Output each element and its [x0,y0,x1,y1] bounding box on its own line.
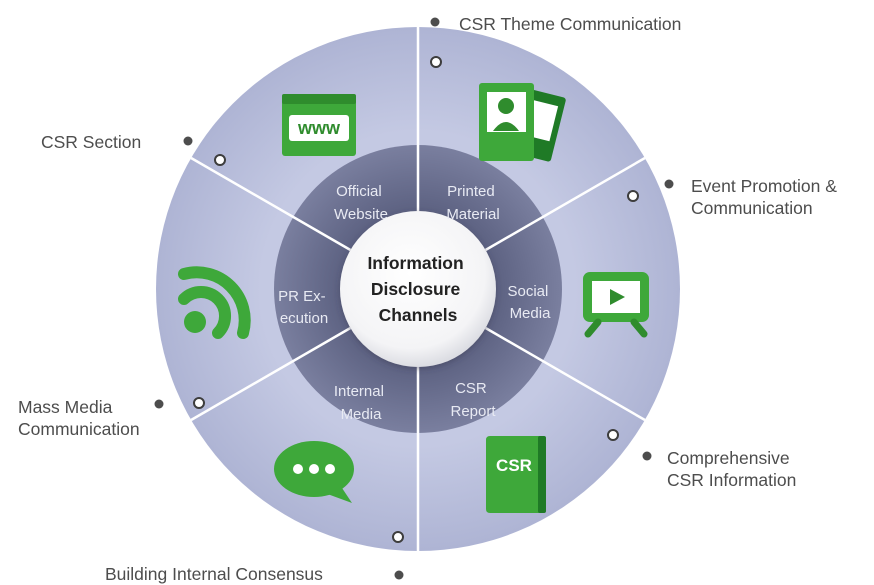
ring-marker-dot [607,429,619,441]
outer-label-line: Building Internal Consensus [105,564,323,584]
label-markers [154,17,674,580]
label-bullet-dot [183,136,193,146]
center-title: Information Disclosure Channels [367,253,468,325]
www-icon: www [282,94,356,156]
inner-label-line: Media [510,305,552,322]
chat-bubble-icon [274,441,354,503]
outer-label-line: Mass Media [18,397,113,417]
ring-marker-dot [214,154,226,166]
label-bullet-dot [154,399,164,409]
center-title-line-2: Disclosure [371,279,461,299]
ring-marker-dot [392,531,404,543]
center-title-line-1: Information [367,253,463,273]
ring-marker-dot [430,56,442,68]
inner-label-line: Material [446,206,499,223]
center-title-line-3: Channels [379,305,458,325]
inner-label-line: Report [450,403,496,420]
outer-label-line: CSR Theme Communication [459,14,682,34]
svg-text:www: www [297,118,341,138]
ring-marker-dot [193,397,205,409]
inner-label-social-media: Social Media [507,283,552,322]
video-screen-icon [583,272,649,338]
ring-marker-dot [627,190,639,202]
outer-label-csr-section: CSR Section [41,131,141,153]
inner-label-official-website: Official Website [334,183,388,223]
inner-label-line: Website [334,206,388,223]
label-bullet-dot [394,570,404,580]
inner-label-line: PR Ex- [278,288,326,305]
inner-label-line: CSR [455,380,487,397]
segment-divider [190,326,352,422]
outer-label-csr-theme: CSR Theme Communication [459,13,681,35]
csr-book-text: CSR [496,456,532,475]
inner-label-internal-media: Internal Media [334,383,388,423]
outer-label-line: Communication [18,419,140,439]
inner-label-line: ecution [280,310,328,327]
outer-label-line: Event Promotion & [691,176,837,196]
outer-label-line: CSR Section [41,132,142,152]
inner-label-line: Media [341,406,383,423]
rss-feed-icon [178,266,251,339]
inner-label-line: Official [336,183,382,200]
inner-label-pr-execution: PR Ex- ecution [278,288,330,327]
segment-divider [484,326,646,422]
segment-dividers [190,27,646,551]
csr-book-icon: CSR [486,436,546,513]
center-disc [340,211,496,367]
outer-label-mass-media: Mass Media Communication [18,396,140,440]
inner-label-line: Printed [447,183,495,200]
photo-cards-icon [479,83,566,162]
segment-divider [190,156,352,252]
inner-label-line: Social [507,283,548,300]
outer-label-building-consensus: Building Internal Consensus [105,563,323,585]
segment-divider [484,156,646,252]
outer-label-event-promotion: Event Promotion & Communication [691,175,837,219]
label-bullet-dot [430,17,440,27]
inner-label-csr-report: CSR Report [450,380,496,420]
outer-label-line: Communication [691,198,813,218]
inner-label-line: Internal [334,383,384,400]
outer-label-line: CSR Information [667,470,797,490]
inner-label-printed-material: Printed Material [446,183,499,223]
outer-label-line: Comprehensive [667,448,790,468]
label-bullet-dot [664,179,674,189]
label-bullet-dot [642,451,652,461]
outer-label-comprehensive-csr: Comprehensive CSR Information [667,447,796,491]
